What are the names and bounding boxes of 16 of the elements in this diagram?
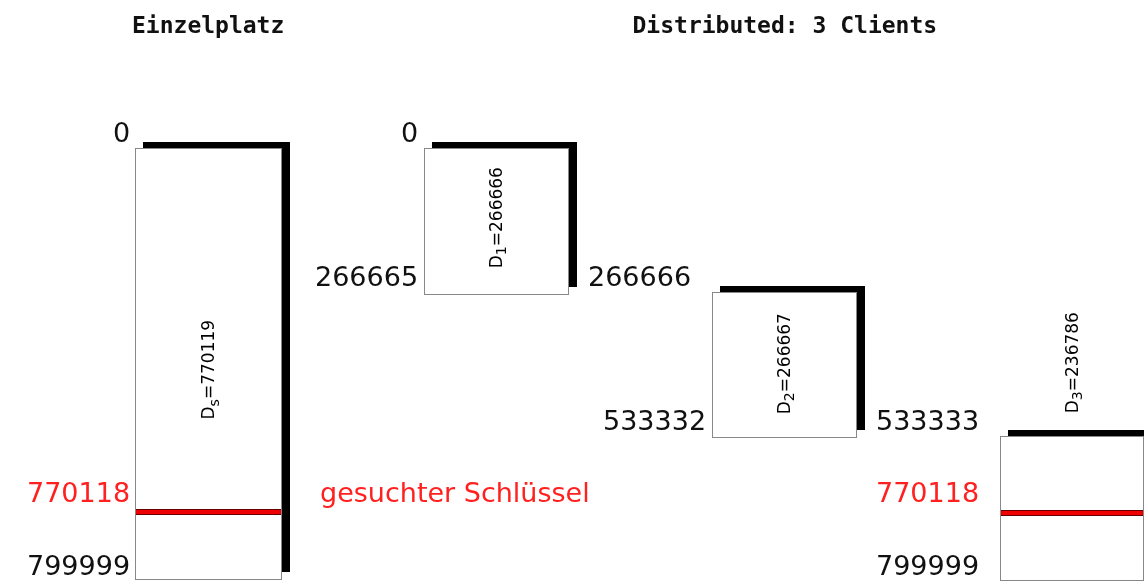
key-range-box bbox=[712, 292, 857, 438]
key-value-label: 799999 bbox=[876, 551, 980, 581]
key-value-label: 533333 bbox=[876, 406, 980, 436]
key-value-label: 266665 bbox=[315, 262, 419, 292]
key-value-label: 799999 bbox=[27, 551, 131, 581]
search-key-label: 770118 bbox=[27, 478, 131, 508]
column-heading: Einzelplatz bbox=[132, 11, 285, 40]
key-range-box bbox=[135, 148, 282, 580]
key-value-label: 266666 bbox=[588, 262, 692, 292]
key-value-label: 0 bbox=[401, 118, 419, 148]
search-key-label: gesuchter Schlüssel bbox=[320, 478, 590, 508]
search-key-label: 770118 bbox=[876, 478, 980, 508]
key-range-box bbox=[424, 148, 569, 295]
key-value-label: 0 bbox=[113, 118, 131, 148]
column-heading: Distributed: 3 Clients bbox=[632, 11, 938, 40]
key-value-label: 533332 bbox=[603, 406, 707, 436]
